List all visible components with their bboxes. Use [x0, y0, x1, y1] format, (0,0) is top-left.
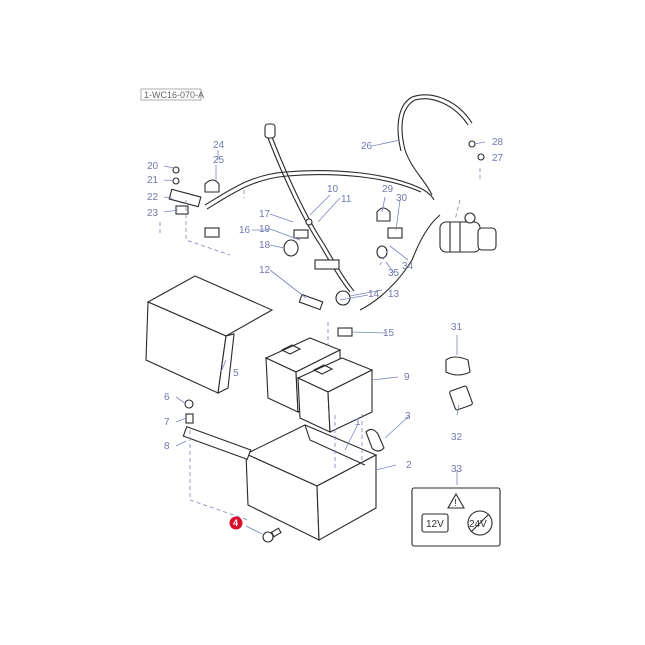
callout-2: 2 [406, 460, 412, 471]
cable-12-b [268, 128, 355, 292]
callout-13: 13 [388, 289, 400, 300]
callout-24: 24 [213, 140, 225, 151]
battery-cover [145, 275, 274, 394]
bracket-parts [182, 399, 385, 461]
callout-19: 19 [259, 224, 271, 235]
callout-8: 8 [164, 441, 170, 452]
svg-text:!: ! [454, 498, 457, 509]
cable-26-b [397, 94, 473, 152]
callout-26: 26 [361, 141, 373, 152]
cable-26 [401, 98, 469, 196]
callout-4: 4 [233, 518, 238, 528]
callout-12: 12 [259, 265, 271, 276]
decal-12v: 12V [426, 519, 444, 530]
callout-5: 5 [233, 368, 239, 379]
callout-labels: 1 2 3 4 5 6 7 8 9 10 11 12 13 14 15 16 1… [147, 137, 504, 530]
bolt-part-4 [262, 527, 282, 543]
callout-17: 17 [259, 209, 271, 220]
callout-35: 35 [388, 268, 400, 279]
callout-7: 7 [164, 417, 170, 428]
batteries [264, 337, 374, 433]
callout-10: 10 [327, 184, 339, 195]
callout-23: 23 [147, 208, 159, 219]
warning-decal: ! 12V 24V [411, 487, 501, 547]
callout-20: 20 [147, 161, 159, 172]
callout-21: 21 [147, 175, 159, 186]
diagram-ref: 1-WC16-070-A [144, 90, 204, 100]
callout-16: 16 [239, 225, 251, 236]
callout-27: 27 [492, 153, 504, 164]
callout-22: 22 [147, 192, 159, 203]
callout-3: 3 [405, 411, 411, 422]
callout-11: 11 [341, 194, 352, 205]
dash-lines [159, 168, 481, 521]
connector-parts [168, 123, 485, 337]
cable-24-b [206, 174, 422, 210]
strap-clip [445, 356, 473, 411]
callout-15: 15 [383, 328, 395, 339]
callout-25: 25 [213, 155, 225, 166]
callout-33: 33 [451, 464, 463, 475]
leader-lines [163, 139, 486, 535]
callout-6: 6 [164, 392, 170, 403]
callout-32: 32 [451, 432, 463, 443]
callout-14: 14 [368, 289, 380, 300]
callout-31: 31 [451, 322, 463, 333]
callout-34: 34 [402, 261, 414, 272]
battery-tray [244, 424, 378, 541]
cable-12 [264, 129, 351, 293]
callout-9: 9 [404, 372, 410, 383]
callout-30: 30 [396, 193, 408, 204]
starter-motor [439, 212, 497, 253]
callout-28: 28 [492, 137, 504, 148]
callout-18: 18 [259, 240, 271, 251]
diagram-ref-box [140, 88, 202, 101]
callout-4-highlight [229, 516, 243, 530]
callout-29: 29 [382, 184, 394, 195]
callout-1: 1 [355, 417, 361, 428]
cable-34 [359, 214, 441, 311]
cable-24 [204, 170, 435, 206]
